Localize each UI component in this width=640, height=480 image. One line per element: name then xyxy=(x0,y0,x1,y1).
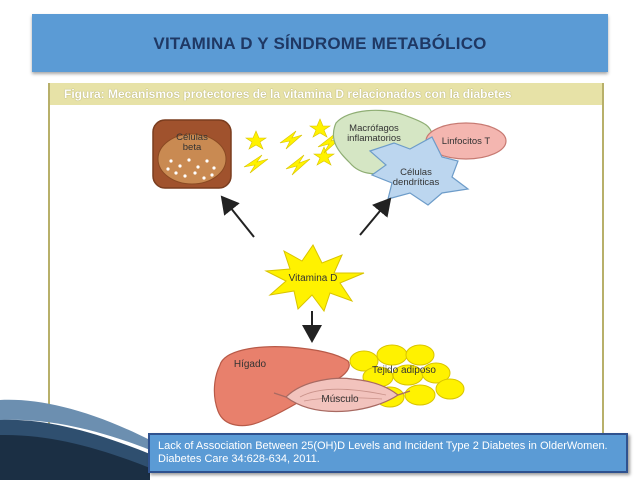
interaction-stars xyxy=(243,118,343,176)
t-lymphocytes-node: Linfocitos T xyxy=(425,122,507,160)
arrow-to-beta-cells xyxy=(220,195,255,238)
decorative-swoosh xyxy=(0,399,150,480)
reference-box: Lack of Association Between 25(OH)D Leve… xyxy=(148,433,628,473)
reference-text: Lack of Association Between 25(OH)D Leve… xyxy=(158,440,608,465)
lightning-icon xyxy=(285,154,311,176)
figure-caption: Figura: Mecanismos protectores de la vit… xyxy=(64,87,512,101)
muscle-node: Músculo xyxy=(273,377,411,413)
title-bar: VITAMINA D Y SÍNDROME METABÓLICO xyxy=(32,14,608,72)
liver-label: Hígado xyxy=(234,359,267,370)
beta-cell-granules xyxy=(166,158,216,180)
t-lymphocytes-label: Linfocitos T xyxy=(442,136,491,147)
lightning-icon xyxy=(243,154,269,174)
star-icon xyxy=(309,118,331,138)
figure-header: Figura: Mecanismos protectores de la vit… xyxy=(50,83,602,105)
slide-title: VITAMINA D Y SÍNDROME METABÓLICO xyxy=(153,34,487,53)
vitamin-d-label: Vitamina D xyxy=(289,273,338,284)
star-icon xyxy=(313,146,335,166)
lightning-icon xyxy=(279,130,303,150)
adipose-tissue-label: Tejido adiposo xyxy=(372,365,436,376)
star-icon xyxy=(245,130,267,150)
vitamin-d-node: Vitamina D xyxy=(264,244,365,313)
arrow-to-immune-cells xyxy=(359,197,392,236)
muscle-label: Músculo xyxy=(321,394,359,405)
